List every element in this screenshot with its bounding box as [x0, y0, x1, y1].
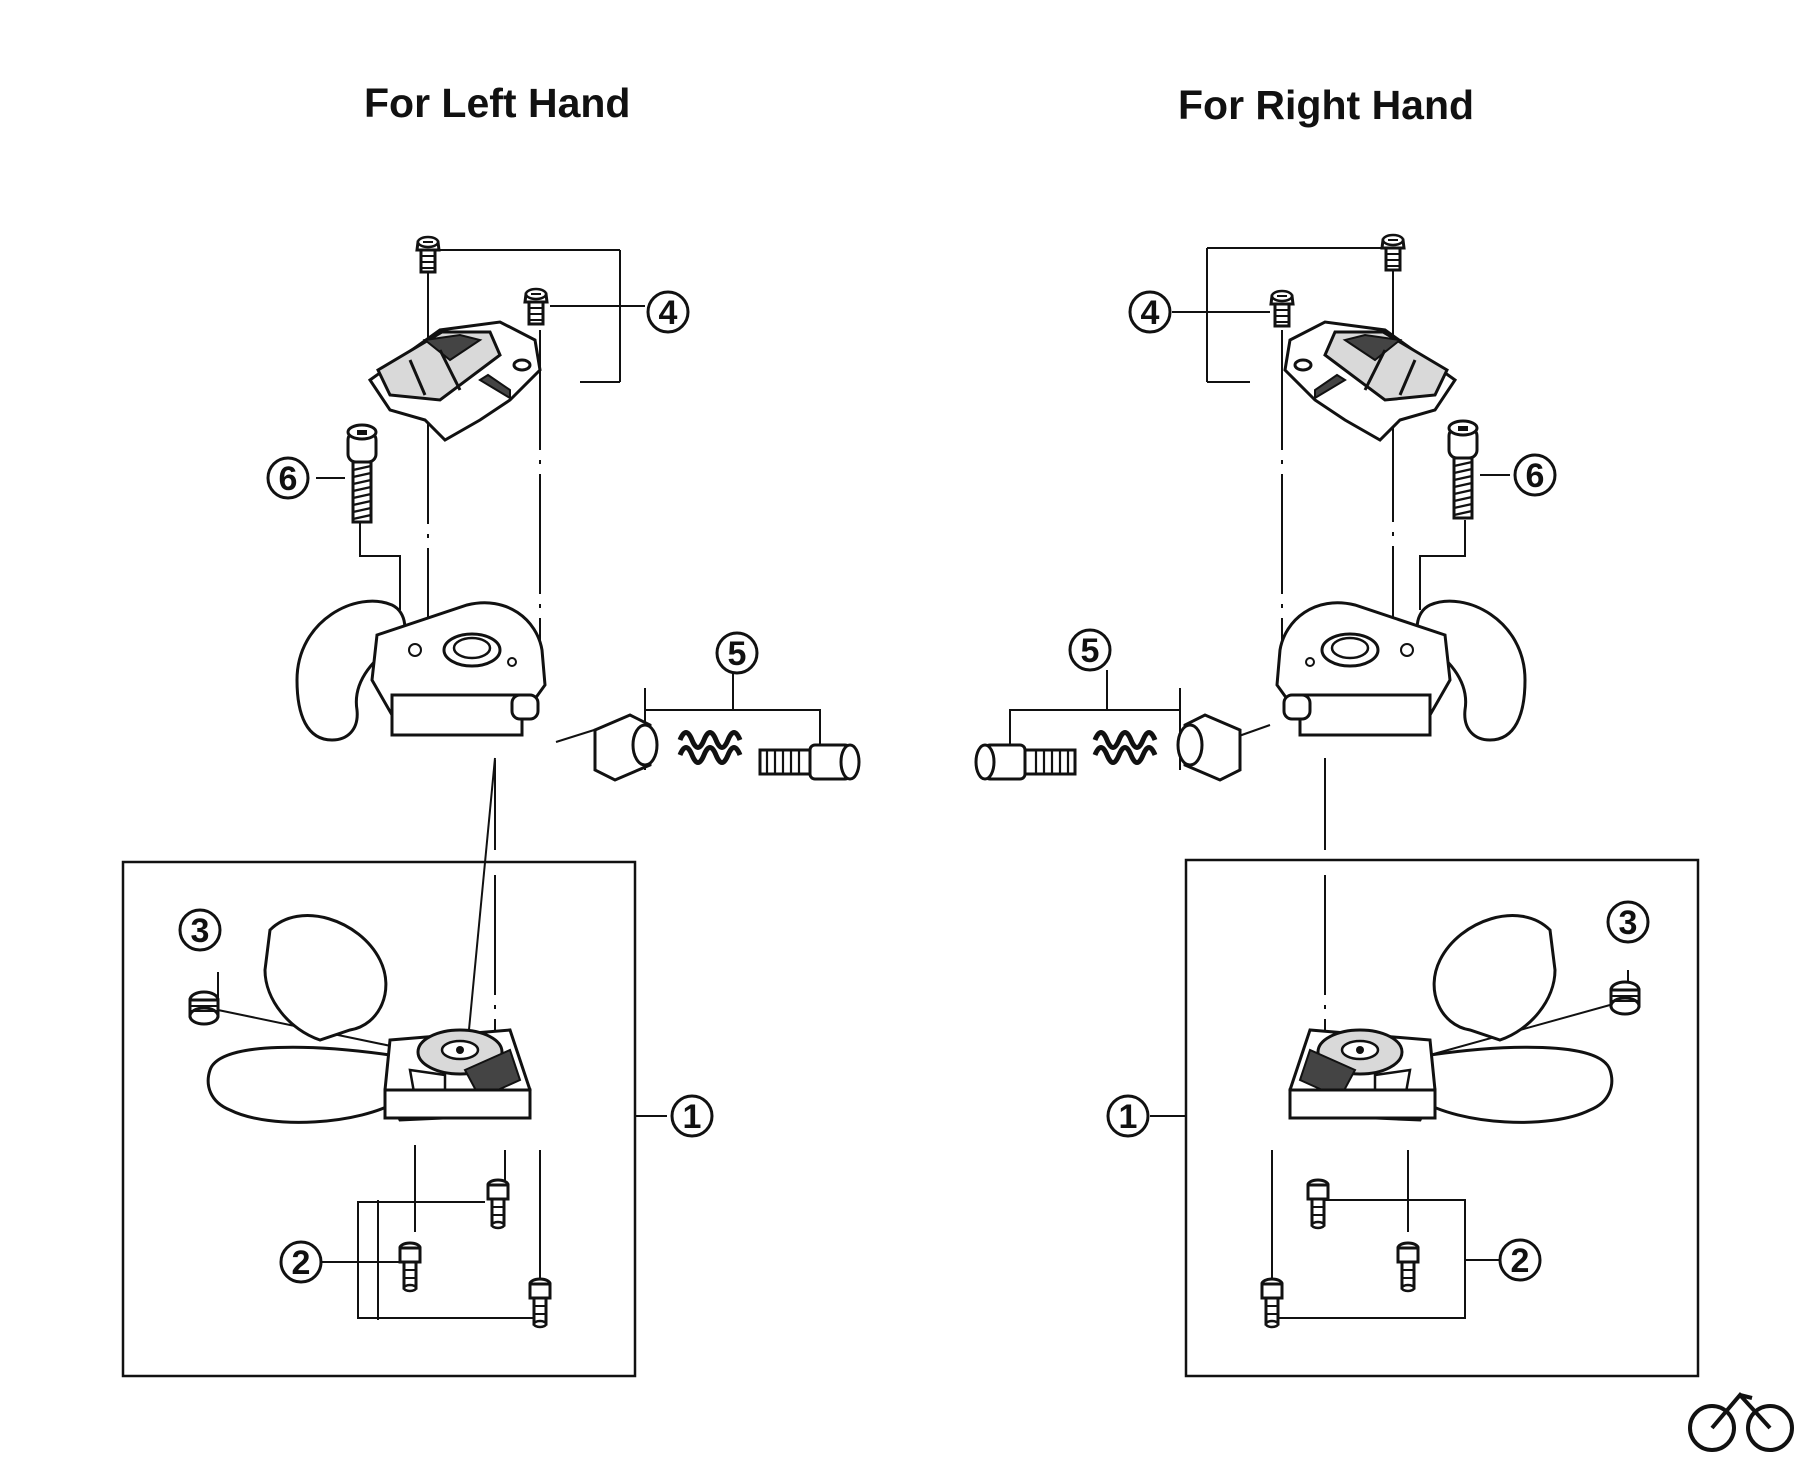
left-callout-1-label: 1 — [683, 1098, 702, 1136]
bicycle-icon — [1688, 1391, 1794, 1452]
left-callout-6 — [266, 456, 310, 500]
left-clamp-body — [295, 599, 547, 742]
left-callout-4-label: 4 — [659, 294, 678, 332]
left-callout-6-label: 6 — [279, 460, 298, 498]
left-plug — [188, 990, 220, 1026]
right-screw-top-b — [1269, 289, 1295, 328]
right-spring-set — [976, 715, 1240, 780]
left-callout-5 — [715, 631, 759, 675]
left-callout-2-label: 2 — [292, 1244, 311, 1282]
right-callout-3 — [1606, 900, 1650, 944]
left-callout-1 — [670, 1094, 714, 1138]
left-lever-unit-frame — [121, 860, 637, 1378]
left-callout-3-label: 3 — [191, 912, 210, 950]
left-clamp-bolt — [346, 423, 378, 524]
left-screw-top-a — [415, 235, 441, 274]
left-hand-assembly — [121, 235, 859, 1378]
right-callout-6-label: 6 — [1526, 457, 1545, 495]
left-callout-5-label: 5 — [728, 635, 747, 673]
right-callout-3-label: 3 — [1619, 904, 1638, 942]
left-top-cover — [368, 320, 542, 442]
right-pin-b — [1396, 1241, 1420, 1293]
right-top-cover — [1283, 320, 1457, 442]
right-callout-1-label: 1 — [1119, 1098, 1138, 1136]
left-callout-4 — [646, 290, 690, 334]
right-callout-5 — [1068, 628, 1112, 672]
left-pin-c — [528, 1277, 552, 1329]
right-lever-unit — [1288, 914, 1614, 1124]
left-pin-a — [486, 1178, 510, 1230]
title-right-hand: For Right Hand — [1178, 82, 1475, 128]
title-left-hand: For Left Hand — [364, 80, 631, 126]
right-pin-a — [1306, 1178, 1330, 1230]
right-screw-top-a — [1380, 233, 1406, 272]
right-callout-2 — [1498, 1238, 1542, 1282]
right-pin-c — [1260, 1277, 1284, 1329]
right-callout-1 — [1106, 1094, 1150, 1138]
right-hand-assembly — [976, 233, 1700, 1378]
right-lever-unit-frame — [1184, 858, 1700, 1378]
right-callout-4-label: 4 — [1141, 294, 1160, 332]
right-callout-6 — [1513, 453, 1557, 497]
left-callout-2 — [279, 1240, 323, 1284]
right-clamp-bolt — [1447, 419, 1479, 520]
right-callout-4 — [1128, 290, 1172, 334]
right-callout-5-label: 5 — [1081, 632, 1100, 670]
right-plug — [1609, 980, 1641, 1016]
left-callout-3 — [178, 908, 222, 952]
left-screw-top-b — [523, 287, 549, 326]
right-clamp-body — [1275, 599, 1527, 742]
right-callout-2-label: 2 — [1511, 1242, 1530, 1280]
left-pin-b — [398, 1241, 422, 1293]
